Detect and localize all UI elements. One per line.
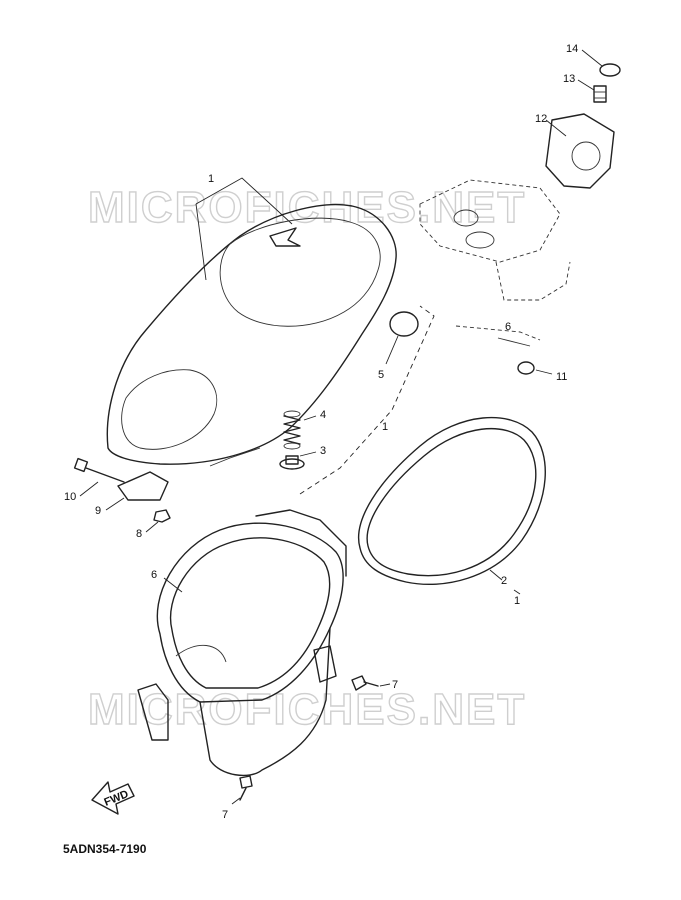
part-13-bolt bbox=[593, 85, 607, 103]
drawing-code: 5ADN354-7190 bbox=[63, 842, 147, 856]
callout-12: 12 bbox=[535, 113, 547, 125]
callout-1-top: 1 bbox=[208, 173, 214, 185]
part-6-storage-box bbox=[137, 509, 347, 777]
bracket-1-dashed bbox=[299, 305, 435, 495]
fwd-arrow-icon: FWD bbox=[91, 781, 135, 815]
seat bbox=[106, 203, 397, 467]
callout-7-bottom: 7 bbox=[222, 809, 228, 821]
callout-6: 6 bbox=[151, 569, 157, 581]
frame-bracket bbox=[419, 179, 571, 347]
part-8-nut bbox=[153, 509, 171, 523]
callout-13: 13 bbox=[563, 73, 575, 85]
part-12-plate bbox=[545, 113, 615, 189]
part-5-stopper bbox=[389, 311, 419, 337]
callout-6-small: 6 bbox=[505, 321, 511, 333]
part-7-screw-right bbox=[351, 675, 379, 691]
part-2-seal bbox=[358, 416, 546, 586]
part-11-grommet bbox=[517, 361, 535, 375]
callout-3: 3 bbox=[320, 445, 326, 457]
callout-4: 4 bbox=[320, 409, 326, 421]
part-7-screw-bottom bbox=[239, 775, 253, 801]
callout-8: 8 bbox=[136, 528, 142, 540]
callout-1-seal: 1 bbox=[514, 595, 520, 607]
callout-7-right: 7 bbox=[392, 679, 398, 691]
watermark-bottom: MICROFICHES.NET bbox=[88, 685, 526, 734]
part-9-hinge bbox=[117, 471, 169, 501]
leader-1-seat bbox=[195, 177, 293, 225]
part-4-spring bbox=[283, 410, 301, 450]
part-14-cap bbox=[599, 63, 621, 77]
part-10-bolt bbox=[73, 457, 125, 483]
callout-10: 10 bbox=[64, 491, 76, 503]
callout-1-bracket: 1 bbox=[382, 421, 388, 433]
part-3-damper bbox=[279, 455, 305, 470]
seat-emblem bbox=[269, 227, 301, 247]
callout-14: 14 bbox=[566, 43, 578, 55]
callout-2: 2 bbox=[501, 575, 507, 587]
callout-9: 9 bbox=[95, 505, 101, 517]
callout-11: 11 bbox=[556, 371, 567, 383]
callout-5: 5 bbox=[378, 369, 384, 381]
